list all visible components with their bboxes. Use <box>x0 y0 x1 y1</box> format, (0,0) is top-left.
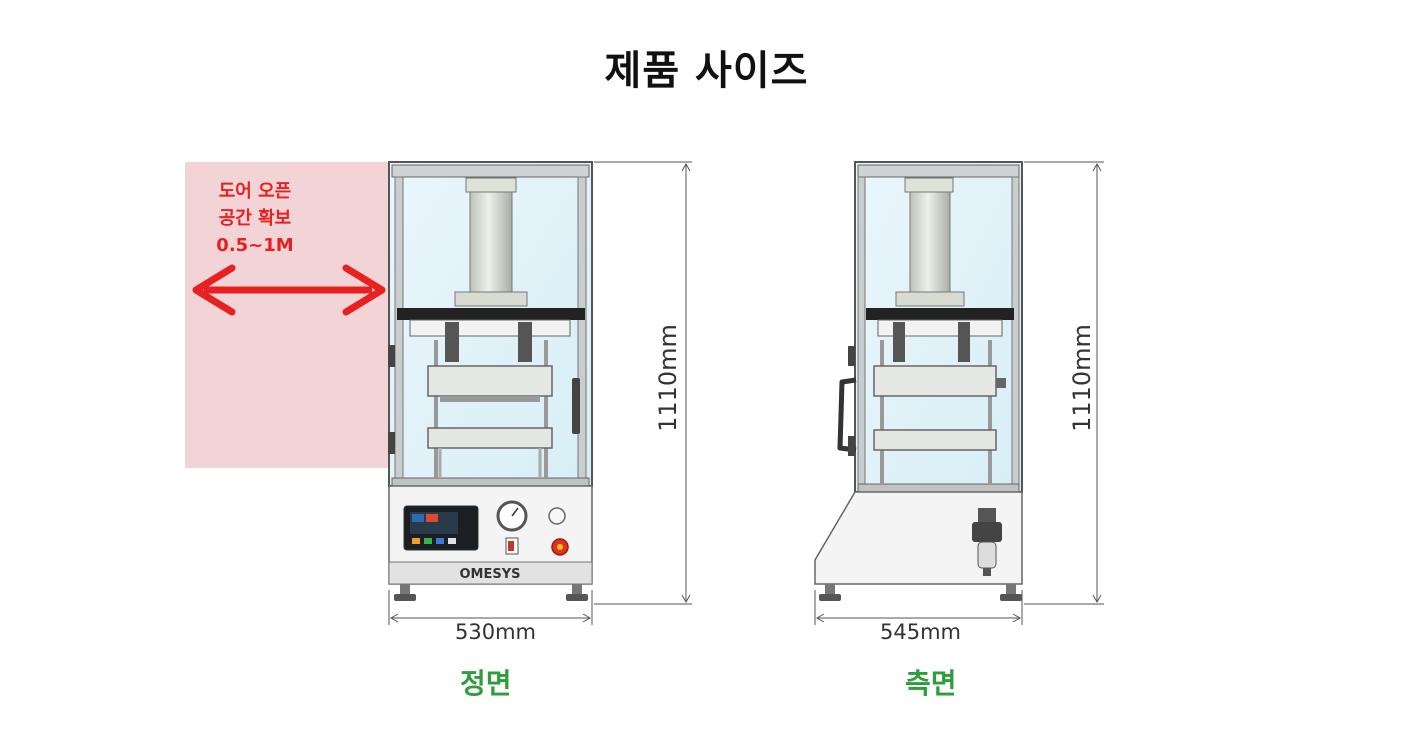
side-width-label: 545mm <box>880 620 961 644</box>
side-view-label: 측면 <box>905 667 957 700</box>
side-width-dimension <box>814 590 1023 625</box>
door-open-clearance-zone <box>185 162 389 468</box>
front-view-label: 정면 <box>460 667 512 700</box>
front-height-dimension <box>594 161 692 605</box>
front-width-dimension <box>388 590 593 625</box>
side-height-label: 1110mm <box>1067 324 1096 432</box>
front-width-label: 530mm <box>455 620 536 644</box>
door-note-line2: 공간 확보 <box>218 208 292 229</box>
front-view-machine: OMESYS <box>388 161 593 601</box>
side-height-dimension <box>1024 161 1104 605</box>
door-open-note: 도어 오픈 공간 확보 0.5~1M <box>190 178 320 259</box>
front-brand-text: OMESYS <box>459 567 520 582</box>
door-open-arrow <box>192 264 386 316</box>
side-view-machine <box>814 161 1023 601</box>
door-note-line3: 0.5~1M <box>216 235 294 256</box>
door-note-line1: 도어 오픈 <box>218 181 292 202</box>
page-title: 제품 사이즈 <box>604 48 809 94</box>
front-height-label: 1110mm <box>653 324 682 432</box>
